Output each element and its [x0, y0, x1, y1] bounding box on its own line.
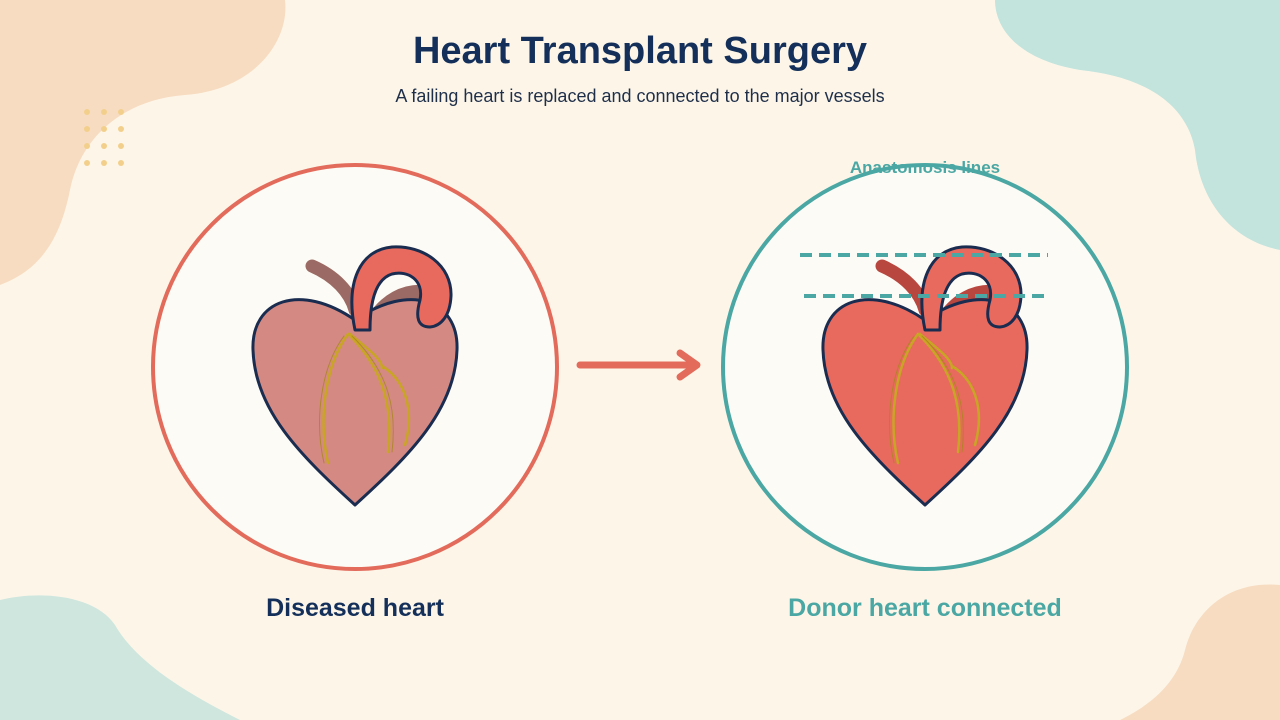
diseased-heart-caption: Diseased heart	[266, 594, 444, 622]
donor-heart-illustration	[821, 245, 1029, 507]
anastomosis-lines	[800, 253, 1048, 298]
decor-blob-top-right	[995, 0, 1280, 250]
donor-heart-caption: Donor heart connected	[788, 594, 1062, 622]
arrow-right-icon	[576, 349, 701, 381]
decor-blob-bottom-right	[1120, 584, 1280, 720]
anastomosis-label: Anastomosis lines	[849, 158, 1001, 177]
decor-blob-bottom-left	[0, 595, 240, 720]
diseased-heart-illustration	[251, 245, 459, 507]
decor-blob-top-left	[0, 0, 286, 285]
decor-dot-grid	[84, 109, 124, 166]
page-subtitle: A failing heart is replaced and connecte…	[395, 86, 885, 106]
page-title: Heart Transplant Surgery	[412, 30, 868, 72]
